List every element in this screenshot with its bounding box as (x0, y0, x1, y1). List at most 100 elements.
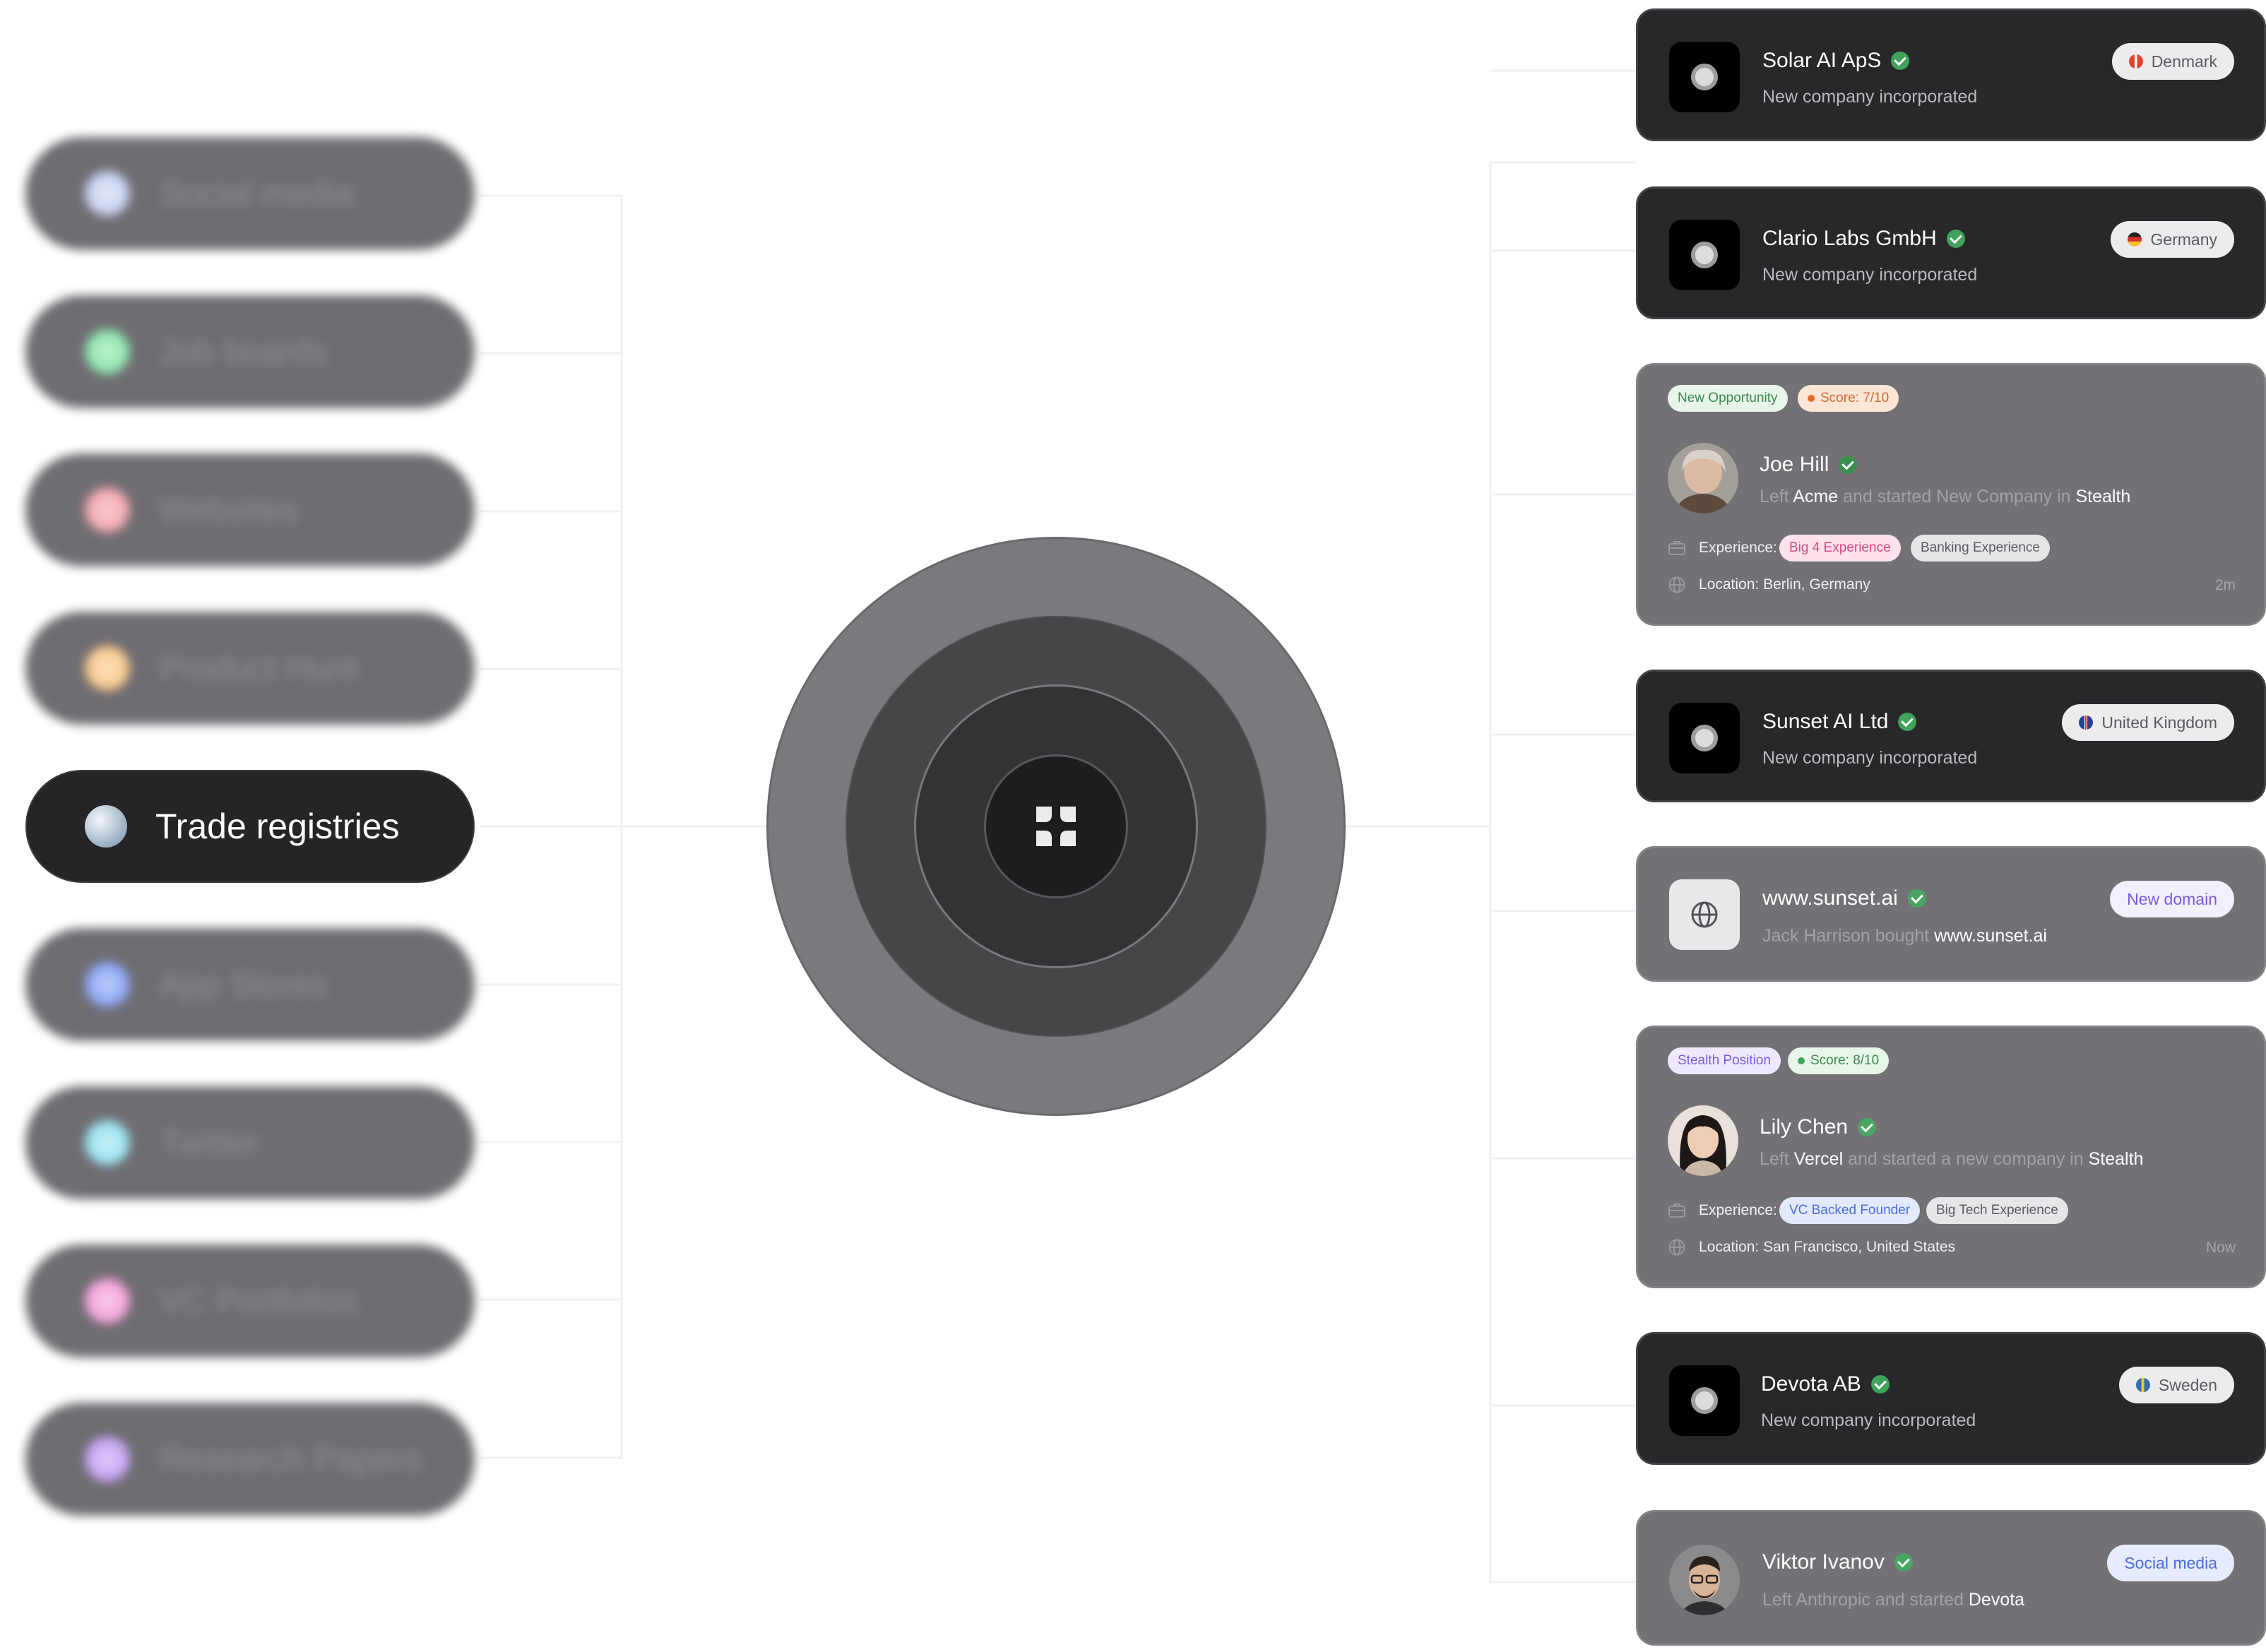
activity-description: Left Acme and started New Company in Ste… (1760, 487, 2130, 507)
event-card-devota[interactable]: Devota AB New company incorporated Swede… (1636, 1332, 2266, 1465)
experience-tag: VC Backed Founder (1779, 1197, 1921, 1224)
previous-company: Acme (1793, 487, 1839, 506)
location-text: Location: San Francisco, United States (1699, 1239, 1956, 1255)
trade-registries-icon (85, 805, 127, 848)
company-name-row: Solar AI ApS (1762, 49, 1910, 73)
company-logo-icon (1669, 42, 1740, 112)
location-row: Location: San Francisco, United States (1668, 1238, 1955, 1256)
source-label: Research Papers (160, 1440, 422, 1478)
verified-check-icon (1870, 1375, 1890, 1393)
source-icon (85, 646, 130, 691)
activity-text: Left (1760, 487, 1789, 506)
activity-text: and started New Company in (1843, 487, 2071, 506)
score-label: Score: 8/10 (1810, 1053, 1880, 1068)
globe-icon (1668, 576, 1685, 593)
domain-logo (1669, 879, 1740, 950)
source-product-hunt[interactable]: Product Hunt (25, 612, 475, 725)
domain-name: www.sunset.ai (1762, 886, 1898, 910)
company-name: Sunset AI Ltd (1762, 710, 1889, 733)
source-label: Product Hunt (160, 649, 358, 687)
source-label: Social media (160, 174, 354, 213)
event-card-clario-labs[interactable]: Clario Labs GmbH New company incorporate… (1636, 186, 2266, 319)
activity-text: Left (1760, 1149, 1789, 1169)
source-label: VC Portfolios (160, 1282, 358, 1320)
person-name-row: Lily Chen (1760, 1115, 1877, 1139)
person-card-lily-chen[interactable]: Stealth Position Score: 8/10 Lily Chen L… (1636, 1026, 2266, 1288)
timestamp: Now (2205, 1240, 2236, 1256)
event-description: New company incorporated (1762, 265, 1978, 285)
source-vc-portfolios[interactable]: VC Portfolios (25, 1244, 475, 1357)
country-label: Germany (2150, 230, 2217, 249)
source-icon (85, 1120, 130, 1165)
score-dot-icon (1798, 1057, 1805, 1064)
germany-flag-icon (2128, 232, 2142, 246)
previous-company: Vercel (1793, 1149, 1844, 1169)
country-badge: United Kingdom (2062, 704, 2234, 741)
country-label: Sweden (2158, 1375, 2217, 1394)
source-trade-registries[interactable]: Trade registries (25, 770, 475, 883)
source-research-papers[interactable]: Research Papers (25, 1403, 475, 1516)
company-name-row: Sunset AI Ltd (1762, 710, 1917, 734)
source-app-stores[interactable]: App Stores (25, 928, 475, 1041)
verified-check-icon (1898, 713, 1917, 731)
source-websites[interactable]: Websites (25, 453, 475, 566)
event-card-solar-ai[interactable]: Solar AI ApS New company incorporated De… (1636, 8, 2266, 141)
source-job-boards[interactable]: Job boards (25, 295, 475, 408)
person-name-row: Viktor Ivanov (1762, 1550, 1913, 1574)
experience-tag: Big Tech Experience (1926, 1197, 2068, 1224)
source-twitter[interactable]: Twitter (25, 1086, 475, 1199)
stealth-position-tag: Stealth Position (1668, 1047, 1781, 1074)
experience-row: Experience: (1668, 539, 1777, 557)
source-icon (85, 962, 130, 1007)
avatar (1669, 1545, 1740, 1615)
source-label: Websites (160, 491, 299, 529)
event-card-sunset-ai[interactable]: Sunset AI Ltd New company incorporated U… (1636, 670, 2266, 802)
score-dot-icon (1808, 395, 1815, 402)
company-logo-icon (1669, 220, 1740, 290)
hub-core[interactable] (984, 754, 1128, 898)
country-badge: Germany (2111, 221, 2234, 258)
person-name: Lily Chen (1760, 1115, 1849, 1139)
score-tag: Score: 7/10 (1798, 385, 1899, 412)
verified-check-icon (1907, 889, 1926, 908)
country-label: United Kingdom (2101, 713, 2217, 732)
company-name-row: Clario Labs GmbH (1762, 227, 1965, 251)
activity-text: and started a new company in (1848, 1149, 2084, 1169)
globe-icon (1668, 1239, 1685, 1256)
timestamp: 2m (2214, 577, 2236, 593)
source-icon (85, 487, 130, 533)
company-name: Clario Labs GmbH (1762, 227, 1937, 250)
person-name: Viktor Ivanov (1762, 1550, 1885, 1574)
experience-label: Experience: (1699, 540, 1777, 556)
new-company: Devota (1968, 1590, 2025, 1610)
app-logo-icon (1036, 807, 1076, 846)
united-kingdom-flag-icon (2079, 715, 2094, 730)
globe-icon (1691, 901, 1718, 928)
score-tag: Score: 8/10 (1788, 1047, 1890, 1074)
event-card-new-domain[interactable]: www.sunset.ai Jack Harrison bought www.s… (1636, 846, 2266, 982)
sweden-flag-icon (2135, 1378, 2150, 1392)
experience-label: Experience: (1699, 1202, 1777, 1218)
briefcase-icon (1668, 541, 1685, 555)
event-description: New company incorporated (1761, 1410, 1976, 1430)
activity-description: Left Vercel and started a new company in… (1760, 1149, 2143, 1170)
company-name: Devota AB (1761, 1372, 1861, 1396)
company-name: Solar AI ApS (1762, 49, 1882, 72)
experience-tag: Big 4 Experience (1779, 535, 1901, 561)
avatar (1668, 1105, 1738, 1176)
country-badge: Sweden (2118, 1367, 2234, 1403)
location-row: Location: Berlin, Germany (1668, 576, 1870, 594)
person-card-viktor-ivanov[interactable]: Viktor Ivanov Left Anthropic and started… (1636, 1510, 2266, 1646)
domain-link[interactable]: www.sunset.ai (1934, 926, 2047, 946)
buyer-text: Jack Harrison bought (1762, 926, 1930, 946)
source-social-media[interactable]: Social media (25, 137, 475, 250)
person-card-joe-hill[interactable]: New Opportunity Score: 7/10 Joe Hill Lef… (1636, 363, 2266, 626)
event-description: New company incorporated (1762, 748, 1978, 768)
social-media-badge: Social media (2107, 1545, 2234, 1581)
verified-check-icon (1858, 1118, 1877, 1136)
experience-row: Experience: (1668, 1201, 1777, 1220)
source-icon (85, 1278, 130, 1324)
company-logo-icon (1669, 703, 1740, 773)
denmark-flag-icon (2128, 54, 2143, 69)
